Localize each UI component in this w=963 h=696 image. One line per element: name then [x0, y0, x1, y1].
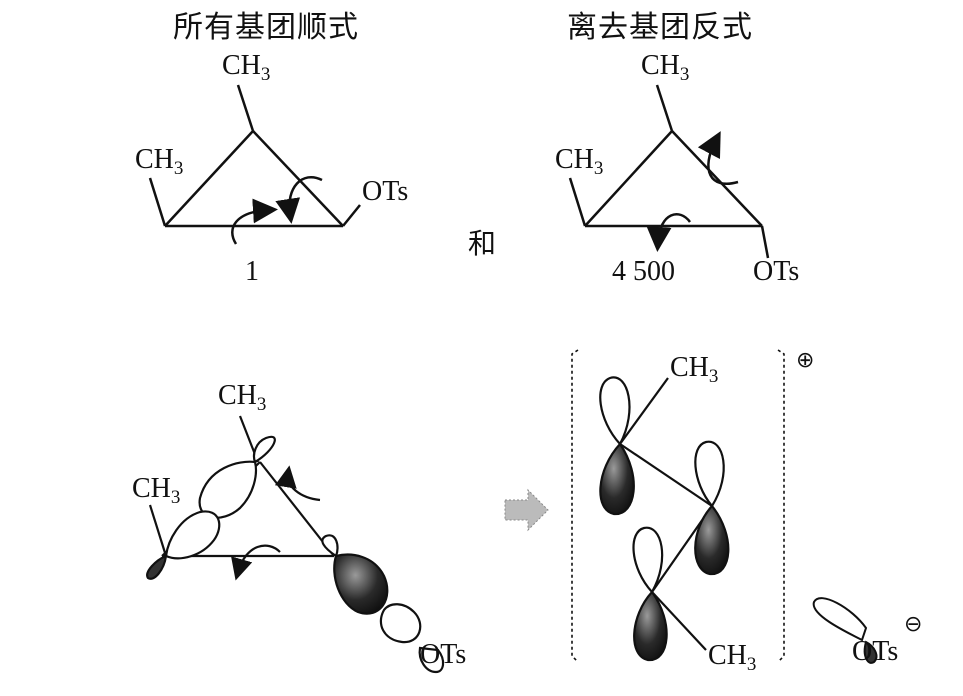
curved-arrow-bottom	[646, 213, 692, 252]
ring-bond-upper	[619, 443, 713, 507]
p-orbital-upper-a	[599, 376, 631, 446]
positive-charge: ⊕	[796, 348, 815, 373]
ch3-top-right: CH3	[641, 50, 689, 85]
methyl-bond-top	[236, 84, 255, 132]
small-lobe-top	[252, 435, 276, 464]
orbital-structure-cation	[599, 376, 730, 662]
left-bracket	[571, 349, 579, 663]
ch3-left-right: CH3	[555, 144, 603, 179]
orbital-lobe-lower	[379, 603, 422, 644]
p-orbital-lower-a	[599, 442, 635, 516]
ring-bond-right	[671, 130, 763, 227]
reaction-arrow	[504, 488, 549, 532]
heading-all-cis: 所有基团顺式	[173, 10, 359, 45]
methyl-bond-left	[148, 504, 168, 557]
curved-arrow-right	[274, 465, 321, 502]
ch3-left-orbital: CH3	[132, 473, 180, 508]
p-orbital-upper-c	[632, 526, 664, 594]
methyl-bond-bottom	[651, 591, 707, 651]
ring-bond-right	[252, 130, 344, 227]
cation-bracket	[571, 349, 785, 663]
curved-arrow-bottom	[231, 198, 278, 245]
ots-left: OTs	[362, 176, 408, 207]
methyl-bond-left	[568, 177, 587, 227]
small-lobe-bottom-left	[146, 554, 168, 580]
ots-anion: OTs	[852, 636, 898, 667]
ots-orbital: OTs	[420, 639, 466, 670]
ch3-left-left: CH3	[135, 144, 183, 179]
ch3-cation-bottom: CH3	[708, 640, 756, 675]
structure-trans	[568, 84, 770, 259]
p-orbital-lower-b	[694, 504, 730, 576]
ring-bond-left	[164, 130, 254, 227]
structure-all-cis	[148, 84, 361, 245]
negative-charge: ⊖	[904, 612, 923, 637]
right-bracket	[777, 349, 785, 663]
ch3-cation-top: CH3	[670, 352, 718, 387]
orbital-lobe-upper	[198, 460, 257, 519]
curved-arrow-right	[697, 131, 739, 185]
ots-bond	[760, 225, 770, 259]
orbital-lobe-ots	[418, 646, 445, 674]
methyl-bond-top	[655, 84, 674, 132]
orbital-lobe-shaded	[333, 553, 389, 615]
p-orbital-lower-c	[633, 590, 668, 662]
ring-bond-left	[584, 130, 673, 227]
p-orbital-upper-b	[694, 440, 725, 508]
ots-bond	[342, 204, 361, 227]
orbital-structure-reactant	[146, 415, 445, 674]
heading-leaving-group-trans: 离去基团反式	[567, 10, 753, 45]
methyl-bond-left	[148, 177, 167, 227]
ots-right: OTs	[753, 256, 799, 287]
rate-label-left: 1	[245, 256, 259, 287]
anion-orbital-small	[863, 640, 878, 664]
anion-orbital-lobe	[812, 597, 868, 642]
rate-label-right: 4 500	[612, 256, 675, 287]
curved-arrow-bottom	[231, 544, 281, 581]
orbital-lobe-middle	[164, 510, 221, 560]
ch3-top-left: CH3	[222, 50, 270, 85]
curved-arrow-right	[275, 176, 323, 224]
conjunction-and: 和	[468, 227, 497, 260]
ch3-top-orbital: CH3	[218, 380, 266, 415]
methyl-bond-top	[619, 377, 669, 445]
small-lobe-ring	[321, 534, 339, 558]
tosylate-anion	[812, 597, 878, 664]
